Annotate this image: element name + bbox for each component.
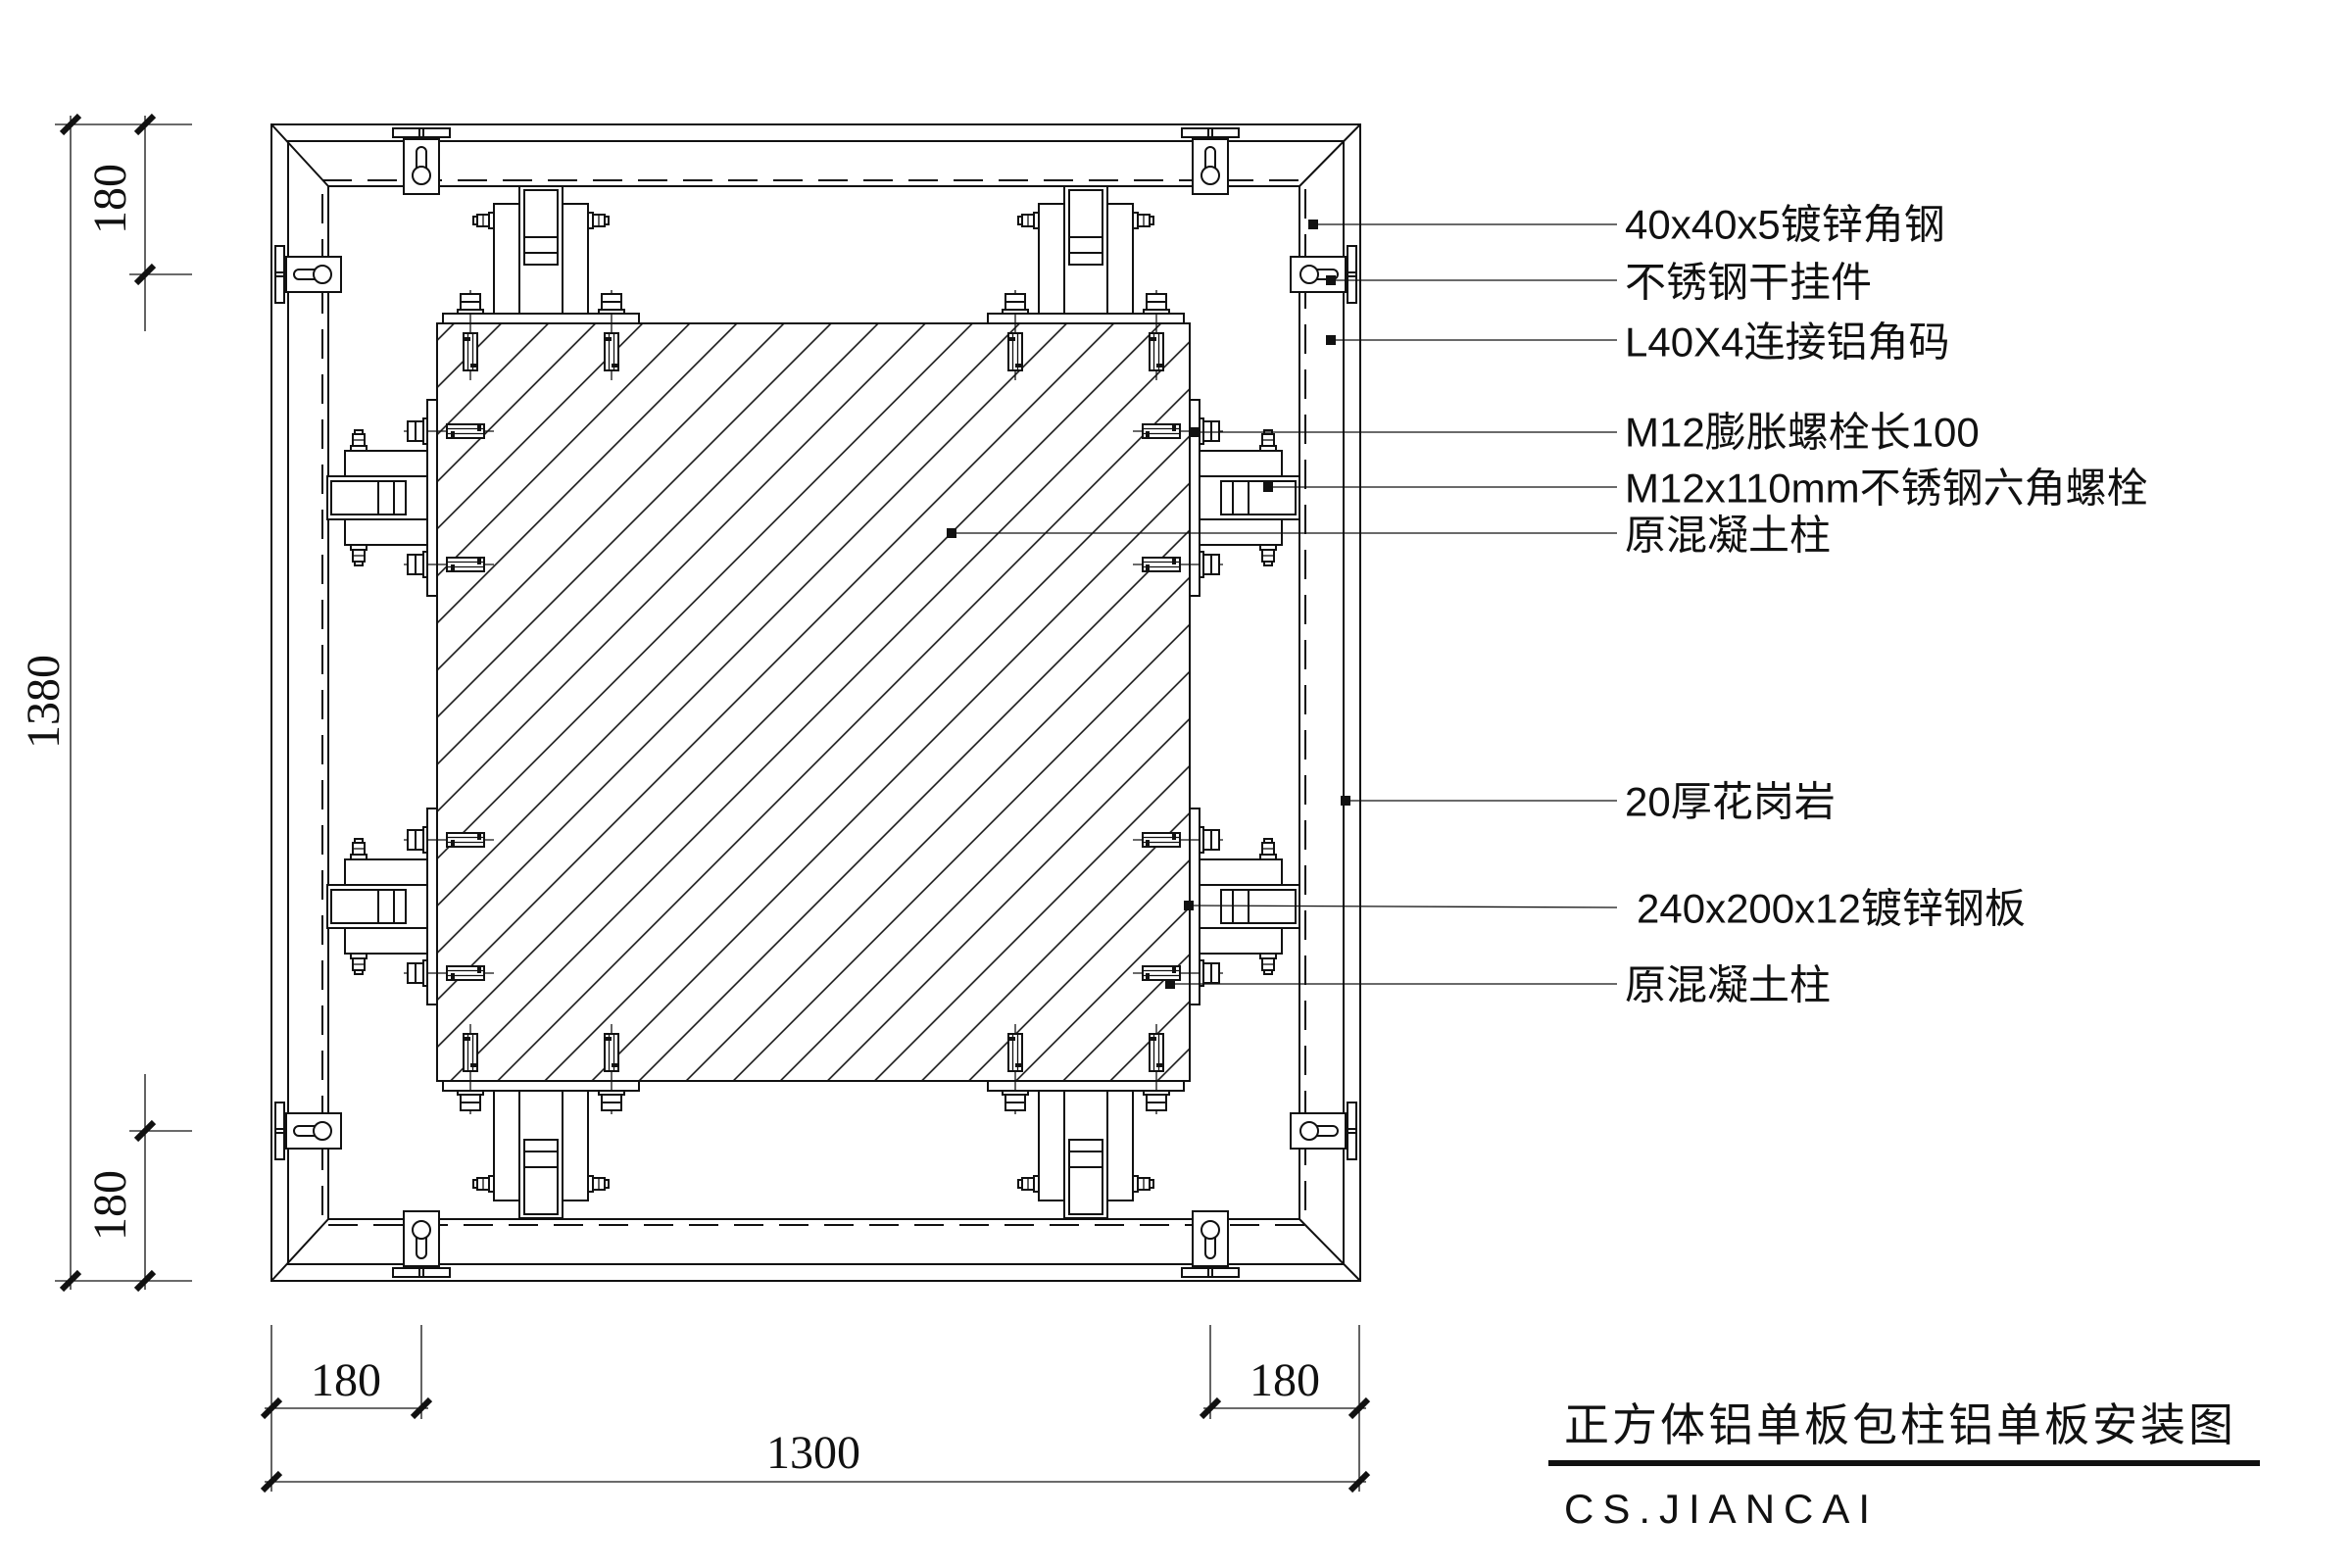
hidden-edge-line (321, 179, 1306, 1226)
callout-steel-plate: 240x200x12镀锌钢板 (1184, 886, 2026, 932)
granite-outer-face (270, 123, 1361, 1282)
column-hatch (436, 322, 1191, 1082)
callout-label: 不锈钢干挂件 (1625, 260, 1872, 306)
callout-hex-bolt: M12x110mm不锈钢六角螺栓 (1263, 466, 2148, 512)
callout-concrete-column: 原混凝土柱 (947, 513, 1831, 559)
leader-callouts: 40x40x5镀锌角钢 不锈钢干挂件 L40X4连接铝角码 M12膨胀螺栓长10… (947, 202, 2148, 1008)
title-block: 正方体铝单板包柱铝单板安装图 CS.JIANCAI (1548, 1399, 2260, 1532)
callout-ss-dry-hanger: 不锈钢干挂件 (1326, 260, 1872, 306)
drawing-subtitle: CS.JIANCAI (1564, 1486, 1879, 1532)
callout-granite: 20厚花岗岩 (1341, 779, 1836, 825)
callout-label: 240x200x12镀锌钢板 (1637, 886, 2026, 932)
dim-bottom-1300: 1300 (766, 1427, 860, 1479)
corner-mitre-line (1298, 123, 1361, 187)
callout-label: 原混凝土柱 (1625, 513, 1831, 559)
callout-label: 原混凝土柱 (1625, 962, 1831, 1008)
callout-label: M12x110mm不锈钢六角螺栓 (1625, 466, 2148, 512)
callout-label: M12膨胀螺栓长100 (1625, 410, 1980, 456)
concrete-column (436, 322, 1191, 1082)
steel-frame-line (327, 185, 1300, 1220)
dimensions: 180 1380 180 180 1300 180 (18, 113, 1371, 1494)
dim-bottom-left-180: 180 (311, 1354, 381, 1406)
corner-mitre-line (270, 123, 329, 187)
callout-aluminum-corner-code: L40X4连接铝角码 (1326, 319, 1949, 366)
title-underline (1548, 1460, 2260, 1466)
callout-label: L40X4连接铝角码 (1625, 319, 1949, 366)
callout-concrete-column-2: 原混凝土柱 (1165, 962, 1831, 1008)
corner-mitre-line (270, 1218, 329, 1282)
callout-expansion-bolt: M12膨胀螺栓长100 (1191, 410, 1980, 456)
panel-frame (270, 123, 1361, 1282)
granite-inner-face (287, 140, 1345, 1265)
callout-label: 20厚花岗岩 (1625, 779, 1836, 825)
dim-left-1380: 1380 (18, 655, 70, 749)
callout-angle-steel: 40x40x5镀锌角钢 (1308, 202, 1945, 248)
dim-bottom-right-180: 180 (1250, 1354, 1320, 1406)
dim-left-lower-180: 180 (84, 1170, 136, 1241)
callout-label: 40x40x5镀锌角钢 (1625, 202, 1945, 248)
drawing-title: 正方体铝单板包柱铝单板安装图 (1564, 1399, 2236, 1450)
corner-mitre-line (1298, 1218, 1361, 1282)
dim-left-upper-180: 180 (84, 164, 136, 234)
